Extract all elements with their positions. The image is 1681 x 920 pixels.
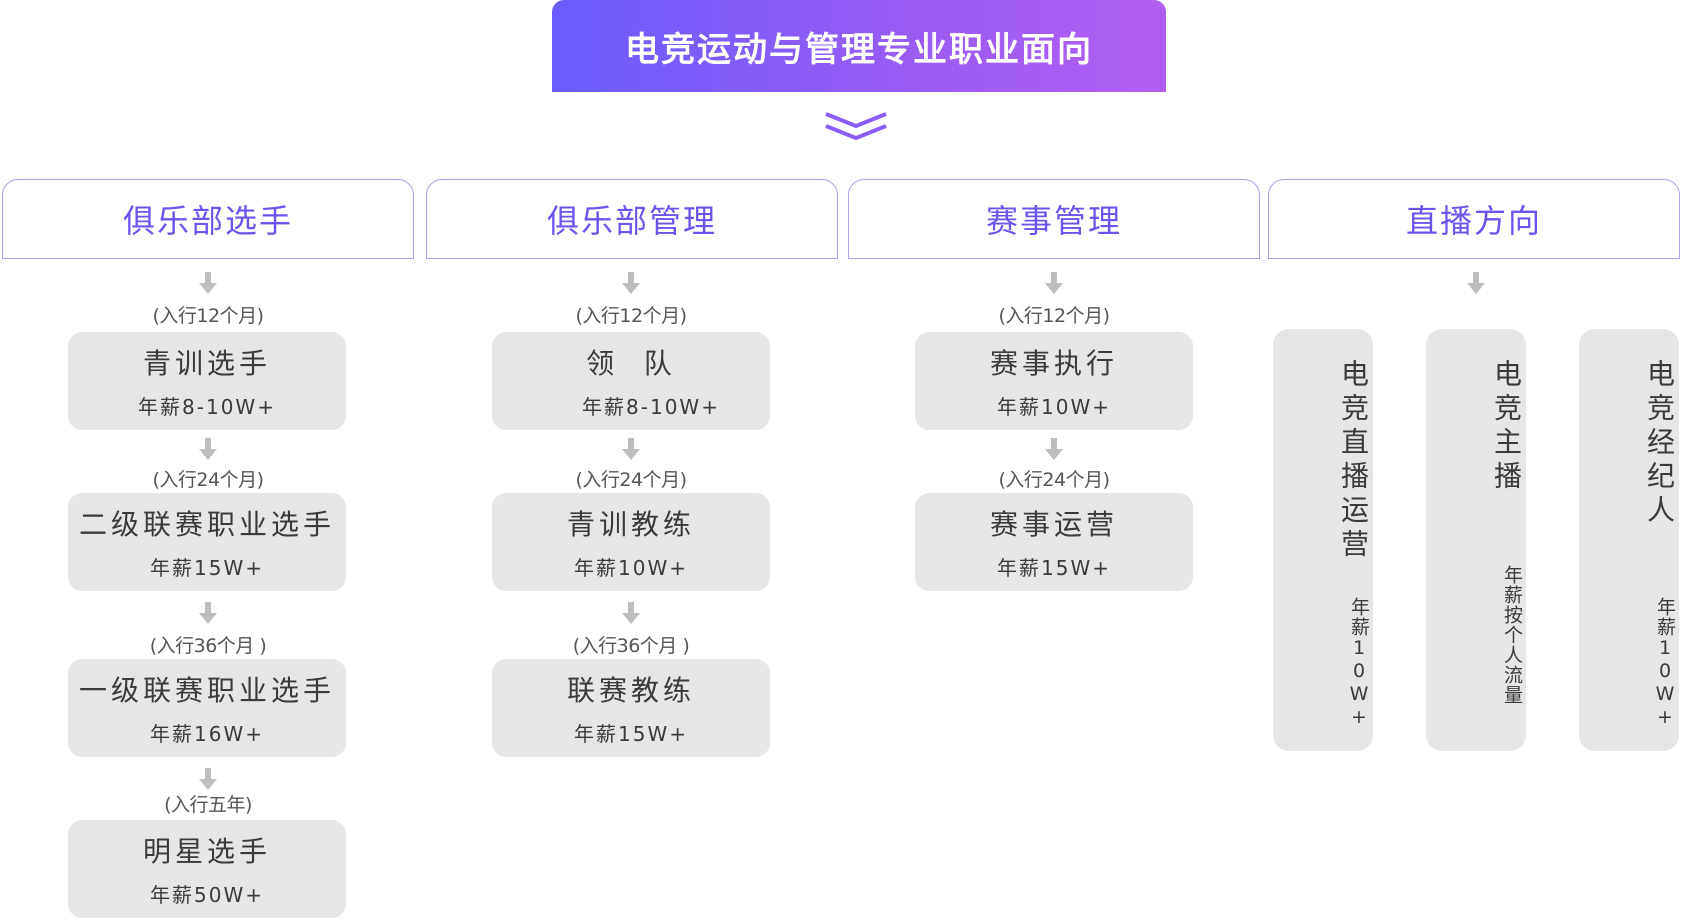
tenure-note: (入行24个月) [998,469,1110,491]
step-salary: 年薪16W+ [150,722,264,746]
step-salary: 年薪50W+ [150,883,264,907]
arrow-down-icon [199,438,217,460]
tenure-note: (入行五年) [164,794,252,816]
career-step: 领 队 年薪8-10W+ [492,332,770,430]
arrow-down-icon [199,768,217,790]
career-step: 联赛教练 年薪15W+ [492,659,770,757]
step-title: 二级联赛职业选手 [78,508,335,541]
card-title: 电竞主播 [1490,359,1523,495]
category-header-event-management: 赛事管理 [848,179,1260,259]
step-title: 青训选手 [142,347,271,380]
step-title: 青训教练 [566,508,695,541]
step-title: 明星选手 [142,835,271,868]
category-header-live-streaming: 直播方向 [1268,179,1680,259]
arrow-down-icon [622,272,640,294]
tenure-note: (入行12个月) [575,305,687,327]
career-step: 明星选手 年薪50W+ [68,820,346,918]
career-card-vertical: 电竞主播 年薪按个人流量 [1426,329,1526,751]
double-chevron-down-icon [825,112,887,140]
arrow-down-icon [622,438,640,460]
step-salary: 年薪8-10W+ [582,395,720,419]
step-salary: 年薪15W+ [150,556,264,580]
career-card-vertical: 电竞经纪人 年薪10W+ [1579,329,1679,751]
arrow-down-icon [199,272,217,294]
card-salary: 年薪按个人流量 [1501,565,1523,705]
step-title: 一级联赛职业选手 [78,674,335,707]
arrow-down-icon [199,602,217,624]
page-title: 电竞运动与管理专业职业面向 [552,0,1166,92]
category-header-club-players: 俱乐部选手 [2,179,414,259]
career-step: 赛事运营 年薪15W+ [915,493,1193,591]
step-salary: 年薪10W+ [997,395,1111,419]
career-step: 赛事执行 年薪10W+ [915,332,1193,430]
tenure-note: (入行12个月) [152,305,264,327]
card-salary: 年薪10W+ [1348,597,1370,729]
card-title: 电竞直播运营 [1337,359,1370,563]
step-title: 赛事运营 [989,508,1118,541]
tenure-note: (入行12个月) [998,305,1110,327]
career-step: 一级联赛职业选手 年薪16W+ [68,659,346,757]
step-salary: 年薪8-10W+ [138,395,276,419]
step-title: 领 队 [586,347,676,380]
step-title: 联赛教练 [566,674,695,707]
arrow-down-icon [1045,438,1063,460]
step-salary: 年薪10W+ [574,556,688,580]
arrow-down-icon [1467,272,1485,294]
arrow-down-icon [1045,272,1063,294]
career-step: 青训教练 年薪10W+ [492,493,770,591]
step-title: 赛事执行 [989,347,1118,380]
category-header-club-management: 俱乐部管理 [426,179,838,259]
card-title: 电竞经纪人 [1643,359,1676,529]
step-salary: 年薪15W+ [574,722,688,746]
career-step: 二级联赛职业选手 年薪15W+ [68,493,346,591]
step-salary: 年薪15W+ [997,556,1111,580]
tenure-note: (入行36个月 ) [149,635,267,657]
tenure-note: (入行36个月 ) [572,635,690,657]
career-step: 青训选手 年薪8-10W+ [68,332,346,430]
tenure-note: (入行24个月) [575,469,687,491]
tenure-note: (入行24个月) [152,469,264,491]
career-card-vertical: 电竞直播运营 年薪10W+ [1273,329,1373,751]
arrow-down-icon [622,602,640,624]
card-salary: 年薪10W+ [1654,597,1676,729]
